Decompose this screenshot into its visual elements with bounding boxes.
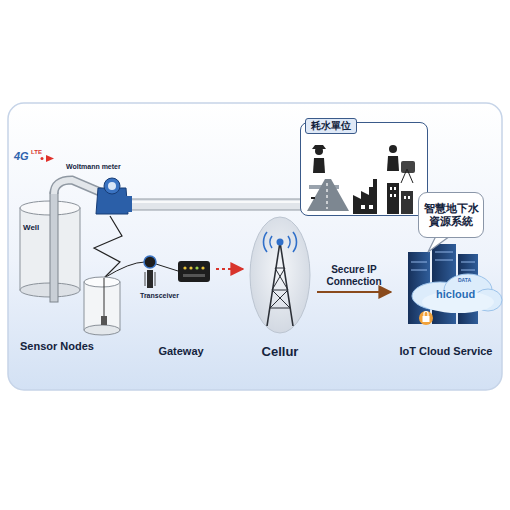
gateway-node: Gateway	[148, 256, 214, 358]
cell-oval	[250, 217, 310, 333]
lock-icon	[419, 311, 433, 325]
cell-tower	[267, 242, 280, 326]
node-label: IoT Cloud Service	[400, 345, 493, 358]
connector-arrow	[317, 291, 391, 293]
hicloud-cloud	[412, 274, 502, 313]
main-pipe	[118, 201, 304, 203]
cell-tower	[272, 290, 288, 291]
main-pipe	[118, 199, 304, 210]
woltmann-meter	[96, 178, 132, 214]
cell-tower	[272, 268, 285, 290]
lte-arrow	[41, 155, 55, 162]
connector-label: Secure IP Connection	[315, 264, 393, 287]
group-label: Sensor Nodes	[20, 340, 94, 352]
lte-arrow	[46, 155, 54, 162]
logo-text: 4G	[14, 150, 29, 162]
lock-icon	[424, 312, 428, 317]
gateway-device	[195, 266, 198, 269]
gateway-device	[183, 266, 186, 269]
part-name: Woltmann meter	[66, 163, 121, 171]
cell-tower	[272, 290, 290, 308]
logo-text: hicloud	[436, 288, 475, 300]
node-label: Gateway	[158, 345, 203, 358]
sensor-cylinder	[84, 277, 120, 287]
lock-icon	[423, 316, 430, 322]
gateway-device	[183, 274, 205, 277]
sensor-cylinder	[84, 282, 120, 330]
transceiver	[155, 272, 156, 286]
callout-text: 智慧地下水資源系統	[423, 202, 479, 227]
cell-oval	[250, 217, 310, 333]
servers	[411, 270, 427, 271]
transceiver	[144, 256, 156, 288]
cell-node: Cellur	[245, 212, 315, 360]
well	[20, 192, 80, 302]
cell-tower	[275, 268, 288, 290]
woltmann-meter	[104, 178, 120, 194]
servers	[435, 260, 453, 261]
riser-pipe	[54, 180, 100, 194]
logo-text: DATA	[458, 278, 471, 284]
logo-text: LTE	[31, 149, 42, 156]
transceiver	[145, 272, 146, 286]
panel	[8, 103, 502, 390]
group-heading: 耗水單位	[305, 118, 357, 134]
servers	[435, 252, 453, 253]
sensor-cylinder	[101, 316, 107, 325]
transceiver	[144, 256, 156, 268]
servers	[461, 270, 475, 271]
gateway-device	[201, 266, 204, 269]
node-label: Cellur	[262, 345, 299, 360]
woltmann-meter	[108, 182, 116, 190]
cell-tower	[263, 232, 272, 252]
cell-tower	[277, 239, 284, 246]
bubble-tail	[428, 236, 450, 252]
gateway-device	[178, 261, 210, 282]
panel	[8, 103, 502, 390]
sensor-wire	[94, 216, 178, 278]
cell-tower	[275, 268, 285, 269]
bubble-tail	[428, 236, 450, 252]
system-bubble: 智慧地下水資源系統	[418, 192, 484, 238]
riser-pipe	[54, 180, 100, 194]
lte-arrow	[41, 157, 44, 160]
cell-tower	[270, 308, 290, 309]
cell-tower	[263, 232, 296, 326]
cell-tower	[288, 232, 297, 252]
sensor-wire	[94, 216, 122, 278]
sensor-wire	[104, 262, 145, 278]
consumer-box: 耗水單位	[300, 122, 428, 216]
main-pipe	[118, 199, 304, 210]
part-name: Transceiver	[140, 292, 179, 300]
part-name: Well	[23, 224, 39, 233]
lock-icon	[419, 311, 433, 325]
woltmann-meter	[126, 196, 132, 212]
cell-tower	[270, 290, 288, 308]
servers	[411, 262, 427, 263]
riser-pipe	[54, 180, 100, 194]
gateway-device	[178, 261, 210, 282]
sensor-cylinder	[104, 278, 105, 318]
sensor-cylinder	[84, 277, 120, 335]
sensor-cylinder	[84, 325, 120, 335]
well	[50, 192, 58, 302]
servers	[461, 262, 475, 263]
transceiver	[147, 270, 153, 288]
cell-tower	[280, 242, 293, 326]
connector-arrow	[216, 268, 243, 270]
consumer-icons	[301, 139, 421, 215]
sensor-wire	[156, 264, 178, 271]
gateway-device	[189, 266, 192, 269]
